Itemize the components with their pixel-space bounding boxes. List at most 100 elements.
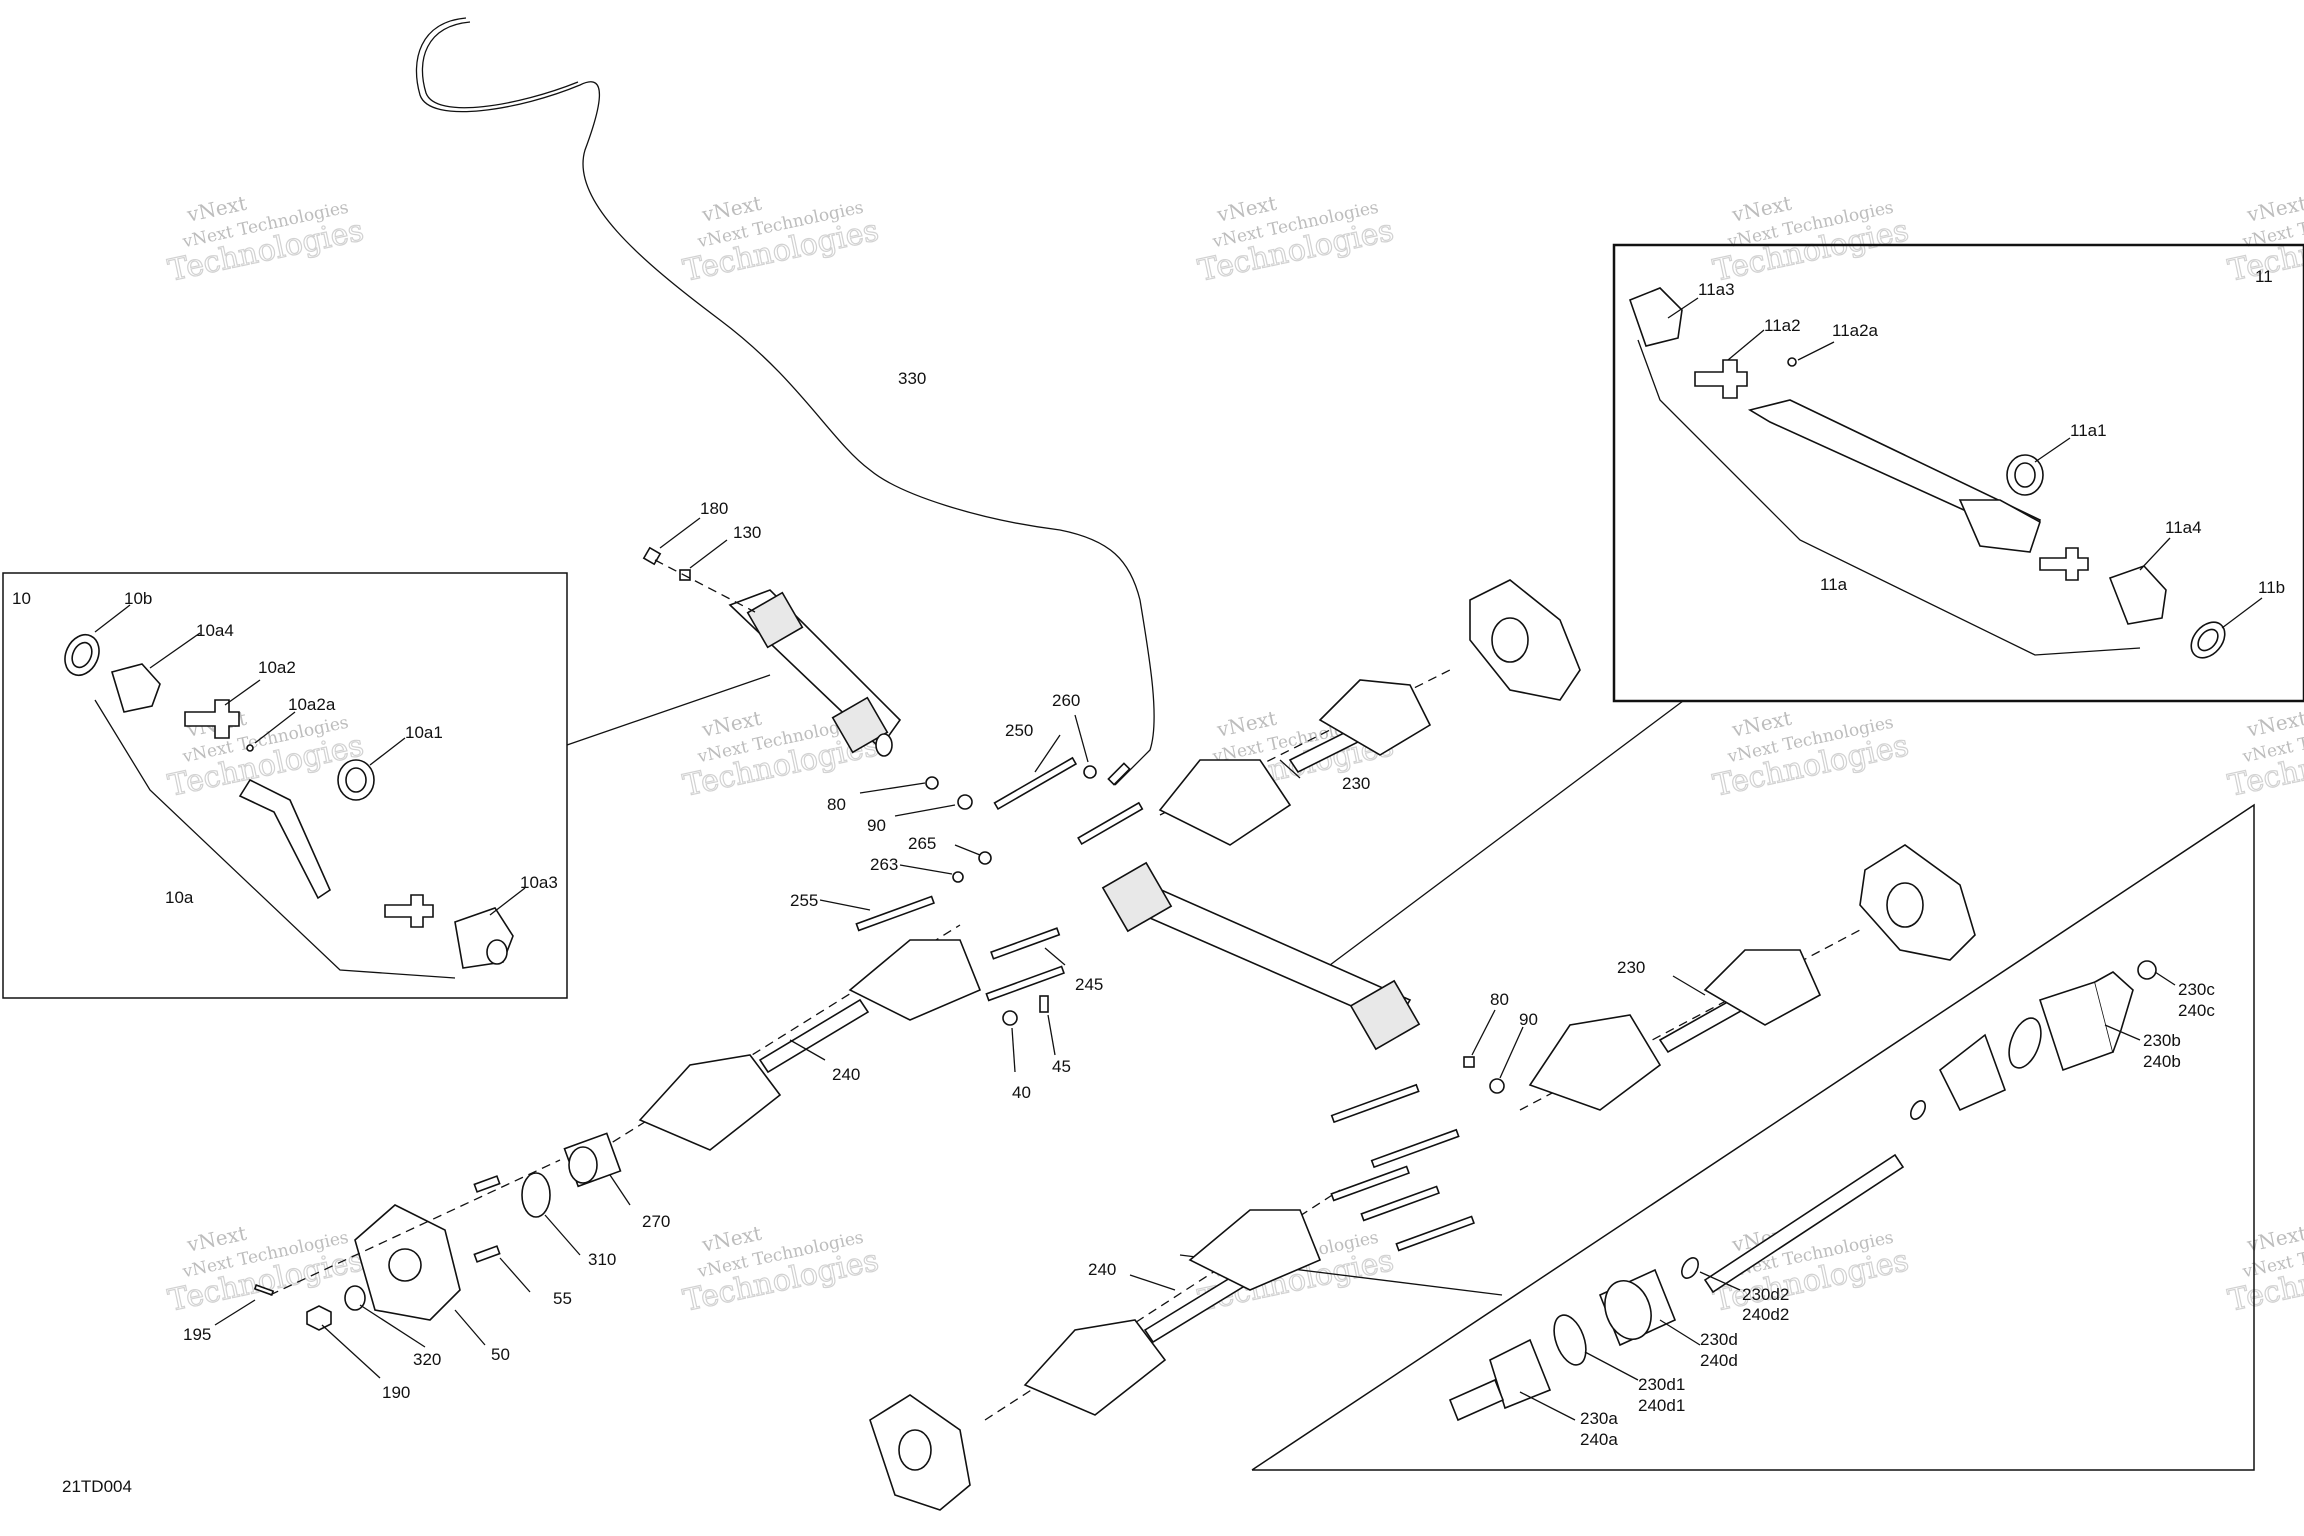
- label-11b: 11b: [2258, 578, 2285, 597]
- bolt-245-a: [990, 927, 1061, 960]
- inset-frame-11: [1612, 243, 2304, 703]
- label-250: 250: [1005, 721, 1033, 740]
- inset-box-10: [2, 572, 771, 999]
- label-10a3: 10a3: [520, 873, 558, 892]
- cable-330: [415, 17, 1155, 786]
- washer-40: [1002, 1010, 1018, 1026]
- bolt-right-a: [1330, 1083, 1420, 1124]
- seal-ring-11b-inner: [2197, 628, 2219, 652]
- cv-joint-230-outer: [1318, 679, 1432, 756]
- detail-frame: [1251, 803, 2255, 1471]
- callout-line-11: [1329, 700, 1684, 966]
- bolt-255: [855, 895, 935, 932]
- watermark: vNext vNext Technologies Technologies: [165, 191, 368, 290]
- bracket-10a: [94, 699, 456, 979]
- label-10a2a: 10a2a: [288, 695, 336, 714]
- watermark: vNext vNext Technologies Technologies: [165, 1221, 368, 1320]
- housing-230b-stub: [2094, 971, 2134, 1053]
- label-40: 40: [1012, 1083, 1031, 1102]
- front-yoke-lower: [831, 696, 889, 754]
- label-10a: 10a: [165, 888, 194, 907]
- watermark: vNext vNext Technologies Technologies: [1710, 191, 1913, 290]
- label-240a: 240a: [1580, 1430, 1618, 1449]
- bearing-270-face: [568, 1146, 598, 1184]
- label-10a1: 10a1: [405, 723, 443, 742]
- boot-10a1-inner: [345, 767, 367, 793]
- label-240d2: 240d2: [1742, 1305, 1789, 1324]
- nut-80b: [1463, 1056, 1475, 1068]
- cv-joint-230-inner: [1158, 759, 1292, 846]
- label-80-right: 80: [1490, 990, 1509, 1009]
- label-11a3: 11a3: [1698, 280, 1735, 299]
- main-assembly: [214, 517, 1976, 1511]
- yoke-10a4: [110, 663, 161, 713]
- yoke-11a3: [1628, 287, 1683, 347]
- label-240c: 240c: [2178, 1001, 2215, 1020]
- retaining-ring: [1909, 1100, 1927, 1120]
- label-310: 310: [588, 1250, 616, 1269]
- label-240b: 240b: [2143, 1052, 2181, 1071]
- nut-260: [1083, 765, 1097, 779]
- label-230c: 230c: [2178, 980, 2215, 999]
- pin-45: [1039, 995, 1049, 1013]
- bolt-250-b: [1077, 801, 1144, 846]
- cv-joint-240-outer: [638, 1054, 782, 1151]
- yoke-10a3-bore: [486, 939, 508, 965]
- nut-80: [925, 776, 939, 790]
- bolt-245-b: [985, 965, 1065, 1002]
- watermark: vNext vNext Technologies Technologies: [1195, 191, 1398, 290]
- axle-shaft: [1703, 1153, 1905, 1294]
- label-10b: 10b: [124, 589, 152, 608]
- wheel-hub-50-center: [388, 1248, 422, 1282]
- cv-joint-240-right-inner: [1188, 1209, 1322, 1291]
- u-joint-cross-10a2: [184, 699, 240, 739]
- label-260: 260: [1052, 691, 1080, 710]
- axis-line-180: [654, 559, 756, 613]
- yoke-11a4: [2108, 565, 2167, 625]
- inset-box-11: [1329, 243, 2304, 966]
- clip-230c: [2137, 960, 2157, 980]
- washer-90b: [1489, 1078, 1505, 1094]
- label-195: 195: [183, 1325, 211, 1344]
- label-330: 330: [898, 369, 926, 388]
- bolt-right-d: [1360, 1185, 1440, 1222]
- watermark: vNext vNext Technologies Technologies: [680, 1221, 883, 1320]
- bolt-right-b: [1370, 1128, 1460, 1169]
- nut-190: [306, 1305, 332, 1331]
- cotter-pin-195: [253, 1284, 275, 1296]
- diagram-code: 21TD004: [62, 1477, 132, 1496]
- label-230a: 230a: [1580, 1409, 1618, 1428]
- label-180: 180: [700, 499, 728, 518]
- boot-11a1-inner: [2014, 462, 2036, 488]
- label-190: 190: [382, 1383, 410, 1402]
- label-263: 263: [870, 855, 898, 874]
- boot-230: [1938, 1033, 2007, 1112]
- label-230d1: 230d1: [1638, 1375, 1685, 1394]
- label-255: 255: [790, 891, 818, 910]
- bolt-right-c: [1330, 1165, 1410, 1202]
- cv-joint-230-mid-inner: [1528, 1014, 1662, 1111]
- u-joint-cross-11a: [2039, 547, 2089, 581]
- axle-shaft-240-left: [758, 998, 870, 1074]
- bolt-250: [993, 756, 1078, 811]
- bolt-55-a: [473, 1175, 501, 1193]
- washer-90: [957, 794, 973, 810]
- watermark: vNext vNext Technologies Technologies: [2225, 1221, 2304, 1320]
- label-230-mid: 230: [1617, 958, 1645, 977]
- watermark: vNext vNext Technologies Technologies: [680, 191, 883, 290]
- cable-end-fitting: [1107, 762, 1131, 786]
- label-230b: 230b: [2143, 1031, 2181, 1050]
- label-230d2: 230d2: [1742, 1285, 1789, 1304]
- washer-263: [952, 871, 964, 883]
- label-10a4: 10a4: [196, 621, 234, 640]
- bolt-55-b: [473, 1245, 501, 1263]
- u-joint-cross-10a: [384, 894, 434, 928]
- grease-fitting-11a2a: [1787, 357, 1797, 367]
- bracket-11a: [1637, 339, 2141, 656]
- label-270: 270: [642, 1212, 670, 1231]
- seal-ring-10b-inner: [71, 641, 93, 669]
- label-240: 240: [832, 1065, 860, 1084]
- label-55: 55: [553, 1289, 572, 1308]
- label-11a2a: 11a2a: [1832, 321, 1879, 340]
